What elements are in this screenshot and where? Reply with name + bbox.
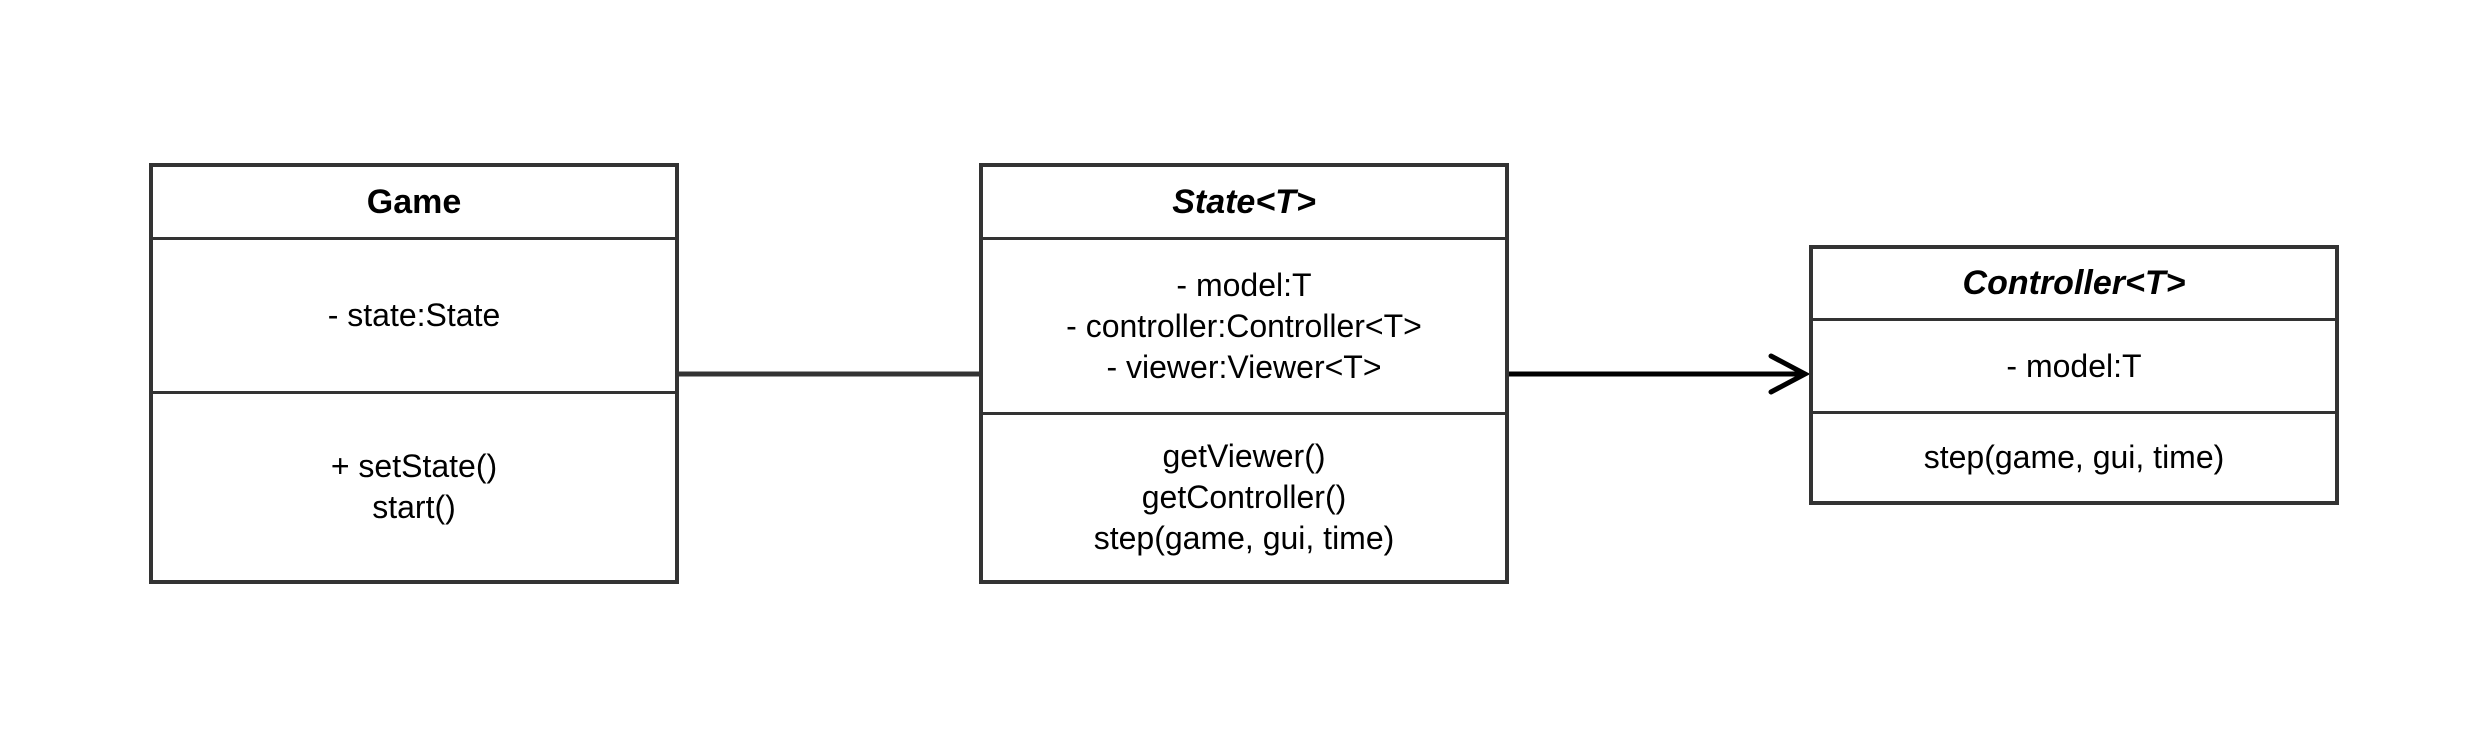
class-state-name: State<T> (983, 167, 1505, 240)
operation: step(game, gui, time) (1923, 439, 2225, 475)
operation: start() (372, 489, 456, 525)
operation: + setState() (330, 448, 498, 484)
class-controller[interactable]: Controller<T> - model:T step(game, gui, … (1809, 245, 2339, 505)
attribute: - model:T (2006, 347, 2142, 384)
operation: getViewer() (1162, 438, 1326, 474)
attribute: - viewer:Viewer<T> (1106, 348, 1382, 385)
attribute: - controller:Controller<T> (1066, 307, 1422, 344)
open-arrowhead-icon (1768, 353, 1811, 395)
class-controller-operations: step(game, gui, time) (1813, 414, 2335, 501)
class-game-operations: + setState() start() (153, 394, 675, 580)
class-state[interactable]: State<T> - model:T - controller:Controll… (979, 163, 1509, 584)
class-state-operations: getViewer() getController() step(game, g… (983, 415, 1505, 580)
attribute: - state:State (327, 297, 501, 333)
operation: step(game, gui, time) (1093, 520, 1395, 556)
attribute: - model:T (1176, 266, 1312, 303)
class-controller-attributes: - model:T (1813, 321, 2335, 414)
class-game-name: Game (153, 167, 675, 240)
class-controller-name: Controller<T> (1813, 249, 2335, 321)
class-state-attributes: - model:T - controller:Controller<T> - v… (983, 240, 1505, 415)
operation: getController() (1141, 479, 1347, 515)
class-game[interactable]: Game - state:State + setState() start() (149, 163, 679, 584)
class-game-attributes: - state:State (153, 240, 675, 394)
